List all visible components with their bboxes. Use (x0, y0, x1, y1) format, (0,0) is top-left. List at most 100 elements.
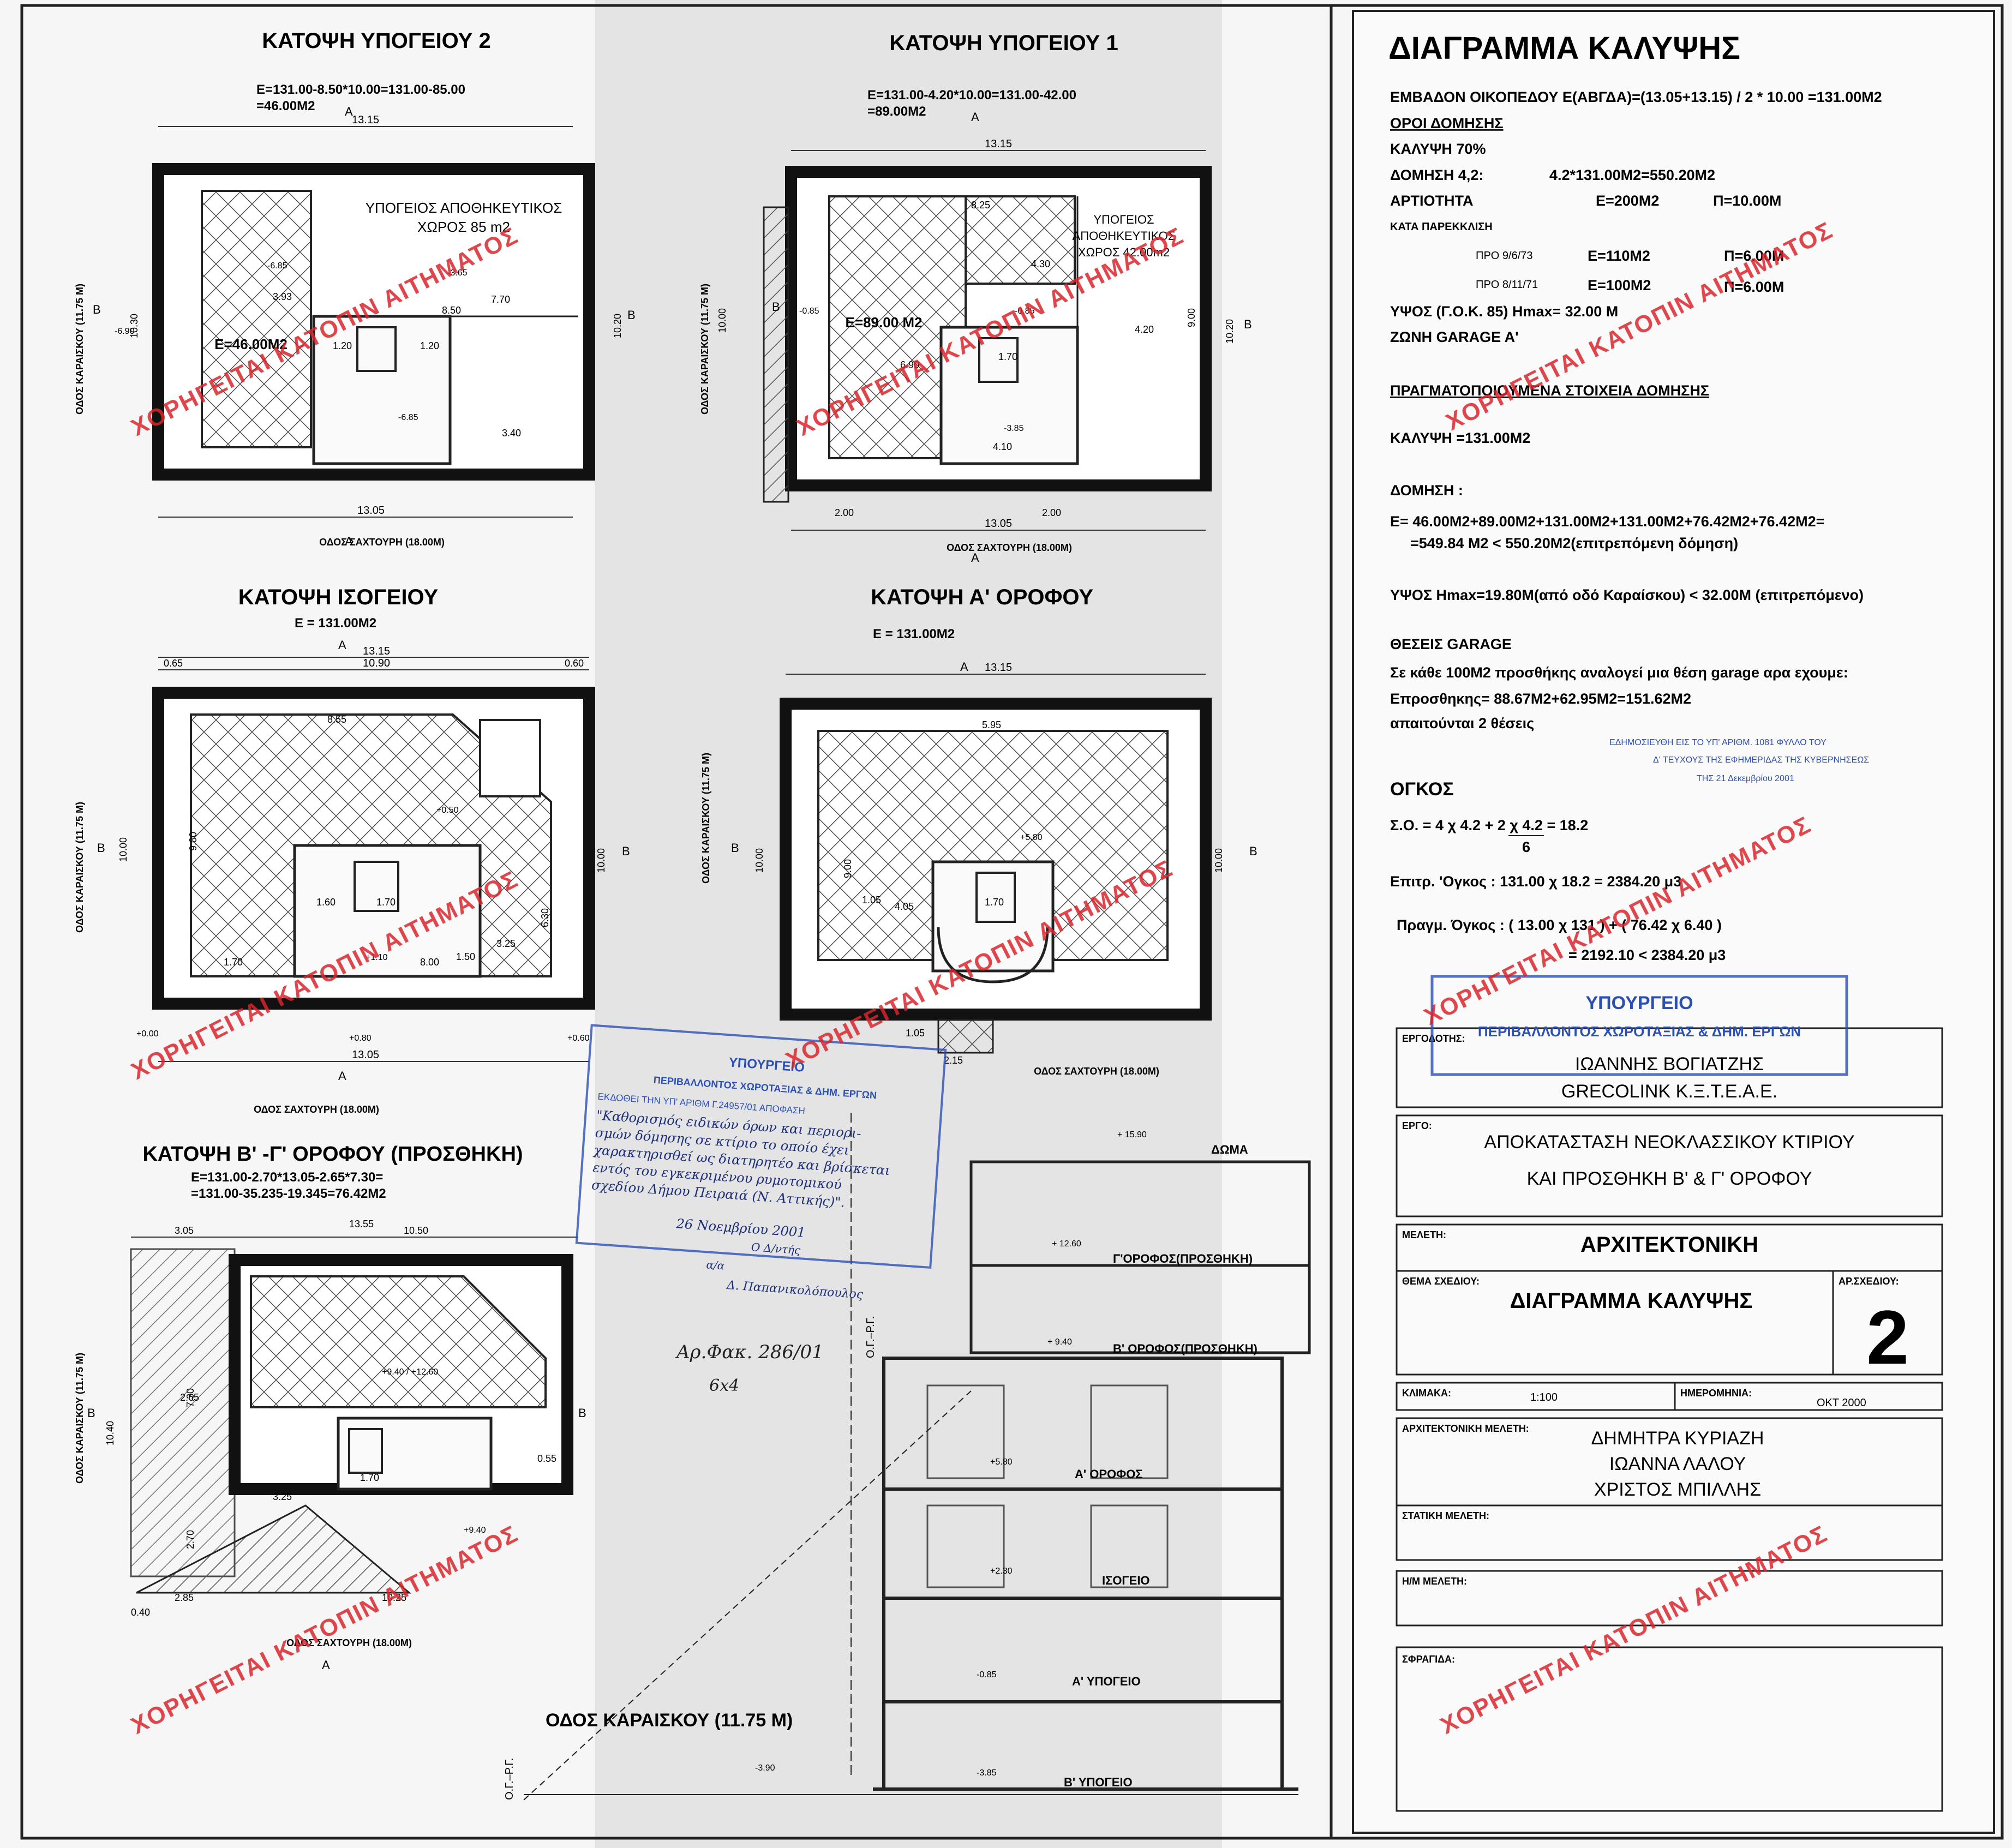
roof-slope (136, 1504, 412, 1594)
dimension-label: 9.00 (842, 859, 853, 878)
dimension-label: 1.70 (224, 957, 243, 968)
dimension-label: 0.65 (164, 658, 183, 669)
plan-ground: ΚΑΤΟΨΗ ΙΣΟΓΕΙΟΥ E = 131.00M2 13.15 10.90… (74, 585, 630, 1115)
dimension-label: 0.40 (131, 1607, 150, 1618)
actual-heading: ΠΡΑΓΜΑΤΟΠΟΙΟΥΜΕΝΑ ΣΤΟΙΧΕΙΑ ΔΟΜΗΣΗΣ (1390, 382, 1709, 399)
fa-label: ΔΟΜΗΣΗ 4,2: (1390, 167, 1483, 183)
elevator-shaft (978, 337, 1019, 383)
dimension-label: 4.05 (895, 901, 914, 912)
street-label: ΟΔΟΣ ΣΑΧΤΟΥΡΗ (18.00M) (254, 1104, 379, 1115)
dimension-label: 13.15 (363, 645, 390, 657)
height-envelope (523, 1390, 972, 1801)
dimension-label: 1.05 (862, 895, 881, 905)
dimension-label: 1.70 (998, 351, 1017, 362)
level-value: + 15.90 (1117, 1130, 1147, 1139)
section-mark: A (345, 105, 353, 118)
dimension-label: 10.20 (612, 314, 623, 338)
garage-zone: ΖΩΝΗ GARAGE A' (1390, 329, 1519, 345)
actual-fa-line: =549.84 M2 < 550.20M2(επιτρεπόμενη δόμησ… (1410, 535, 1738, 551)
dimension-label: 9.00 (1186, 308, 1197, 327)
section-mark: A (971, 110, 979, 124)
plan-title: ΚΑΤΟΨΗ ΙΣΟΓΕΙΟΥ (238, 585, 439, 609)
area-label: E=46.00M2 (214, 336, 288, 352)
architect-name: ΧΡΙΣΤΟΣ ΜΠΙΛΛΗΣ (1594, 1479, 1761, 1500)
level-mark: -3.85 (1004, 424, 1024, 433)
level-mark: -3.65 (447, 268, 468, 278)
window (1090, 1384, 1169, 1479)
area-formula: =131.00-35.235-19.345=76.42M2 (191, 1186, 386, 1201)
dimension-label: 5.95 (982, 719, 1001, 730)
architect-name: ΙΩΑΝΝΑ ΛΑΛΟΥ (1609, 1454, 1746, 1474)
stamp-text: ΠΕΡΙΒΑΛΛΟΝΤΟΣ ΧΩΡΟΤΑΞΙΑΣ & ΔΗΜ. ΕΡΓΩΝ (1478, 1023, 1801, 1040)
dimension-label: 10.00 (596, 848, 607, 873)
stair-core (931, 860, 1055, 973)
section-mark: B (627, 308, 636, 322)
room-label: ΥΠΟΓΕΙΟΣ (1093, 213, 1154, 226)
volume-formula: Σ.Ο. = 4 χ 4.2 + 2 χ 4.2 = 18.2 (1390, 817, 1588, 833)
addition-volume (969, 1160, 1311, 1354)
actual-height: ΥΨΟΣ Hmax=19.80M(από οδό Καραίσκου) < 32… (1390, 587, 1864, 603)
section-mark: A (322, 1658, 330, 1672)
section-mark: B (97, 841, 105, 855)
plan-first: ΚΑΤΟΨΗ Α' ΟΡΟΦΟΥ E = 131.00M2 13.15 5.95… (700, 585, 1258, 1077)
stamp-text: ΥΠΟΥΡΓΕΙΟ (1585, 993, 1693, 1013)
em-box (1396, 1570, 1943, 1627)
side-street-label: ΟΔΟΣ ΚΑΡΑΙΣΚΟΥ (11.75 M) (699, 284, 710, 415)
garage-heading: ΘΕΣΕΙΣ GARAGE (1390, 636, 1512, 652)
exception-date: ΠΡΟ 9/6/73 (1476, 250, 1533, 262)
volume-heading: ΟΓΚΟΣ (1390, 779, 1454, 800)
level-mark: -6.85 (398, 413, 418, 422)
level-mark: -3.90 (755, 1763, 775, 1773)
level-mark: +0.80 (349, 1034, 372, 1043)
room-label: ΧΩΡΟΣ 42.00m2 (1078, 245, 1170, 259)
level-label: Β' ΥΠΟΓΕΙΟ (1064, 1775, 1133, 1789)
volume-actual: = 2192.10 < 2384.20 μ3 (1568, 947, 1726, 963)
building-section: Ο.Γ.–Ρ.Γ. Ο.Γ.–Ρ.Γ. ΟΔΟΣ ΚΑΡΑΙΣΚΟΥ (11.7… (504, 1113, 1311, 1801)
architect-name: ΔΗΜΗΤΡΑ ΚΥΡΙΑΖΗ (1591, 1428, 1764, 1449)
field-label: ΚΛΙΜΑΚΑ: (1402, 1388, 1451, 1399)
art-e: Ε=200Μ2 (1596, 193, 1659, 209)
plan-title: ΚΑΤΟΨΗ ΥΠΟΓΕΙΟΥ 2 (262, 29, 490, 53)
plan-title: ΚΑΤΟΨΗ Α' ΟΡΟΦΟΥ (871, 585, 1093, 609)
project-box (1396, 1114, 1943, 1217)
field-label: ΕΡΓΟΔΟΤΗΣ: (1402, 1033, 1465, 1044)
date-value: ΟΚΤ 2000 (1817, 1397, 1866, 1409)
building-line-label: Ο.Γ.–Ρ.Γ. (504, 1758, 516, 1800)
stair-core (312, 315, 452, 465)
level-mark: +0.60 (567, 1034, 590, 1043)
level-label: Γ'ΟΡΟΦΟΣ(ΠΡΟΣΘΗΚΗ) (1113, 1252, 1253, 1265)
actual-fa-label: ΔΟΜΗΣΗ : (1390, 482, 1463, 499)
plan-title: ΚΑΤΟΨΗ Β' -Γ' ΟΡΟΦΟΥ (ΠΡΟΣΘΗΚΗ) (142, 1143, 523, 1166)
elevator-shaft (356, 326, 397, 372)
dimension-label: 3.05 (175, 1225, 194, 1236)
dimension-label: 1.70 (376, 897, 396, 908)
garage-line: απαιτούνται 2 θέσεις (1390, 715, 1534, 731)
level-value: + 12.60 (1052, 1239, 1081, 1249)
volume-actual: Πραγμ. Όγκος : ( 13.00 χ 131 ) + ( 76.42… (1397, 917, 1722, 933)
terrace (130, 1248, 236, 1577)
sheet-number-box (1832, 1270, 1943, 1376)
dimension-label: 10.20 (1224, 319, 1235, 344)
area-formula: =89.00M2 (867, 104, 926, 119)
study-value: ΑΡΧΙΤΕΚΤΟΝΙΚΗ (1580, 1233, 1758, 1257)
art-label: ΑΡΤΙΟΤΗΤΑ (1390, 193, 1473, 209)
field-label: Η/Μ ΜΕΛΕΤΗ: (1402, 1576, 1467, 1587)
level-label: Α' ΥΠΟΓΕΙΟ (1072, 1675, 1141, 1688)
dimension-label: 1.05 (906, 1028, 925, 1039)
field-label: ΕΡΓΟ: (1402, 1120, 1432, 1131)
dimension-label: 13.05 (352, 1049, 379, 1061)
section-mark: A (338, 638, 346, 652)
dimension-label: 1.60 (316, 897, 336, 908)
height-limit: ΥΨΟΣ (Γ.Ο.Κ. 85) Hmax= 32.00 M (1390, 303, 1618, 320)
building-line-label: Ο.Γ.–Ρ.Γ. (865, 1316, 877, 1358)
section-mark: A (338, 1069, 346, 1083)
area-formula: E=131.00-2.70*13.05-2.65*7.30= (191, 1170, 383, 1185)
level-value: +2.30 (990, 1567, 1013, 1576)
publication-stamp: ΕΔΗΜΟΣΙΕΥΘΗ ΕΙΣ ΤΟ ΥΠ' ΑΡΙΘΜ. 1081 ΦΥΛΛΟ… (1609, 738, 1827, 747)
side-street-label: ΟΔΟΣ ΚΑΡΑΙΣΚΟΥ (11.75 M) (700, 753, 711, 884)
level-mark: +9.40 (464, 1526, 486, 1535)
area-label: E=89.00 M2 (846, 314, 923, 331)
floor-tiles (965, 195, 1076, 285)
terms-heading: ΟΡΟΙ ΔΟΜΗΣΗΣ (1390, 115, 1504, 131)
